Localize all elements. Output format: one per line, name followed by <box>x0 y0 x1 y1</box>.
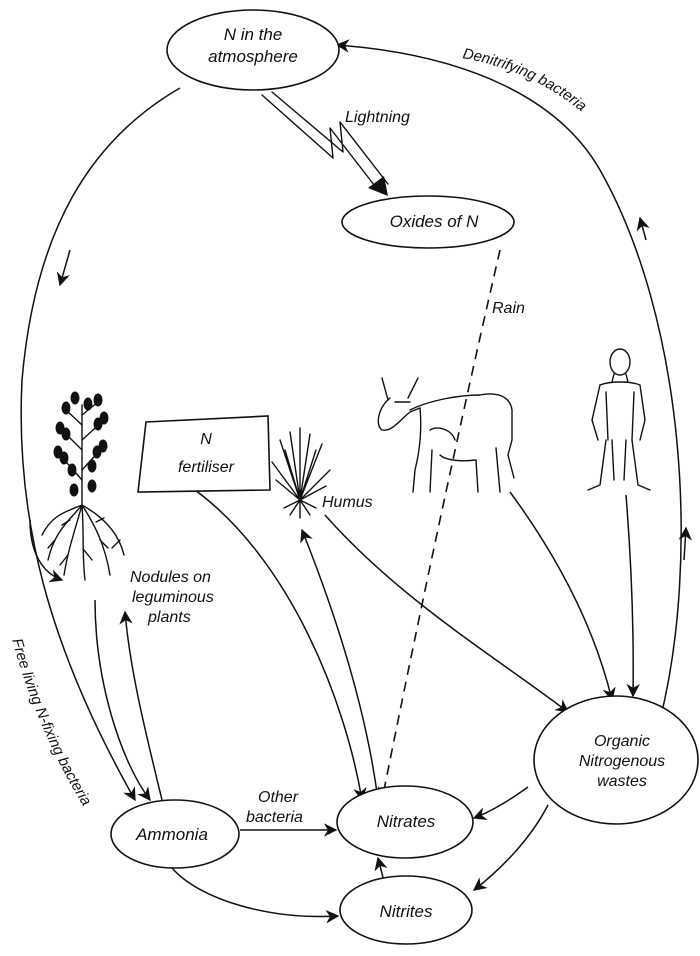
node-oxides-of-n <box>341 195 515 249</box>
node-nitrates-text: Nitrates <box>377 812 436 831</box>
arrow-right-arc-mid <box>678 526 692 561</box>
node-ammonia <box>110 799 240 869</box>
label-lightning: Lightning <box>345 109 410 126</box>
arrow-fertiliser-to-nitrates <box>194 489 367 802</box>
label-denitrifying-bacteria: Denitrifying bacteria <box>461 45 589 115</box>
cow-icon <box>377 377 515 493</box>
node-oxides-text: Oxides of N <box>390 212 480 231</box>
leguminous-plant-icon <box>41 391 125 581</box>
label-humus: Humus <box>322 494 373 511</box>
node-nitrites <box>339 875 473 945</box>
node-organic-wastes <box>533 695 699 825</box>
label-free-living-bacteria: Free living N-fixing bacteria <box>8 636 95 808</box>
node-nitrates <box>336 785 474 859</box>
node-organic-text-1: Organic <box>594 733 650 750</box>
node-organic-text-3: wastes <box>597 773 647 790</box>
arrow-to-nodules <box>29 519 64 583</box>
label-other-bacteria-1: Other <box>258 789 299 806</box>
arrow-oxides-to-nitrates-rain <box>377 249 501 802</box>
label-rain: Rain <box>492 300 525 317</box>
arrow-organic-to-nitrates <box>472 786 529 821</box>
arrow-human-to-organic <box>625 494 640 698</box>
arrow-organic-to-atmosphere <box>335 39 682 721</box>
node-organic-text-2: Nitrogenous <box>579 753 665 770</box>
arrow-cow-to-organic <box>509 491 616 702</box>
arrow-ammonia-to-nitrites <box>171 867 340 924</box>
node-nitrites-text: Nitrites <box>380 902 433 921</box>
node-n-fertiliser <box>137 415 271 493</box>
node-atmosphere-text-1: N in the <box>224 25 283 44</box>
label-nodules-1: Nodules on <box>130 569 211 586</box>
label-other-bacteria-2: bacteria <box>246 809 303 826</box>
arrow-nitrates-to-humus <box>300 528 379 801</box>
grass-tuft-icon <box>271 427 331 519</box>
human-figure-icon <box>587 348 651 491</box>
node-atmosphere <box>166 9 340 91</box>
node-fertiliser-text-1: N <box>200 431 212 448</box>
arrow-organic-to-nitrites <box>472 804 549 891</box>
arrow-nodules-to-ammonia <box>94 599 151 802</box>
arrow-midpoint-left <box>56 249 71 287</box>
label-nodules-3: plants <box>147 609 191 626</box>
arrow-right-arc-upper <box>636 216 650 241</box>
label-nodules-2: leguminous <box>132 589 214 606</box>
arrow-atmosphere-to-ammonia <box>20 87 181 802</box>
node-fertiliser-text-2: fertiliser <box>178 459 235 476</box>
arrow-humus-to-organic <box>324 514 570 713</box>
arrow-ammonia-to-nodules <box>119 610 163 801</box>
node-atmosphere-text-2: atmosphere <box>208 47 298 66</box>
node-ammonia-text: Ammonia <box>135 825 208 844</box>
lightning-bolt-icon <box>261 91 389 196</box>
